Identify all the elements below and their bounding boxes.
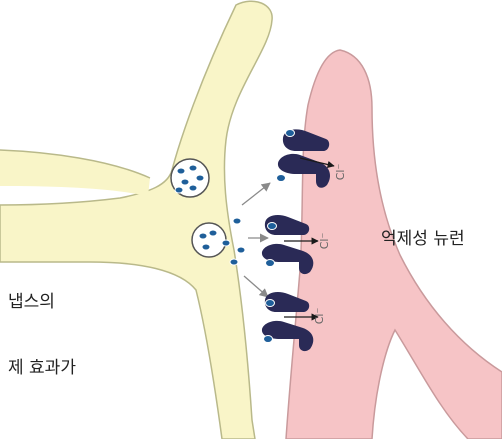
diffusion-arrows xyxy=(242,183,270,297)
cl-ion-label-3: Cl⁻ xyxy=(313,308,326,325)
inhibitory-neuron-label: 억제성 뉴런 xyxy=(381,231,465,248)
left-text-line-1: 냅스의 xyxy=(8,294,55,311)
releasing-vesicle xyxy=(192,223,226,257)
synaptic-vesicle xyxy=(171,159,209,197)
left-text-line-2: 제 효과가 xyxy=(8,360,76,377)
cl-ion-label-1: Cl⁻ xyxy=(334,164,347,181)
cl-ion-label-2: Cl⁻ xyxy=(318,233,331,250)
